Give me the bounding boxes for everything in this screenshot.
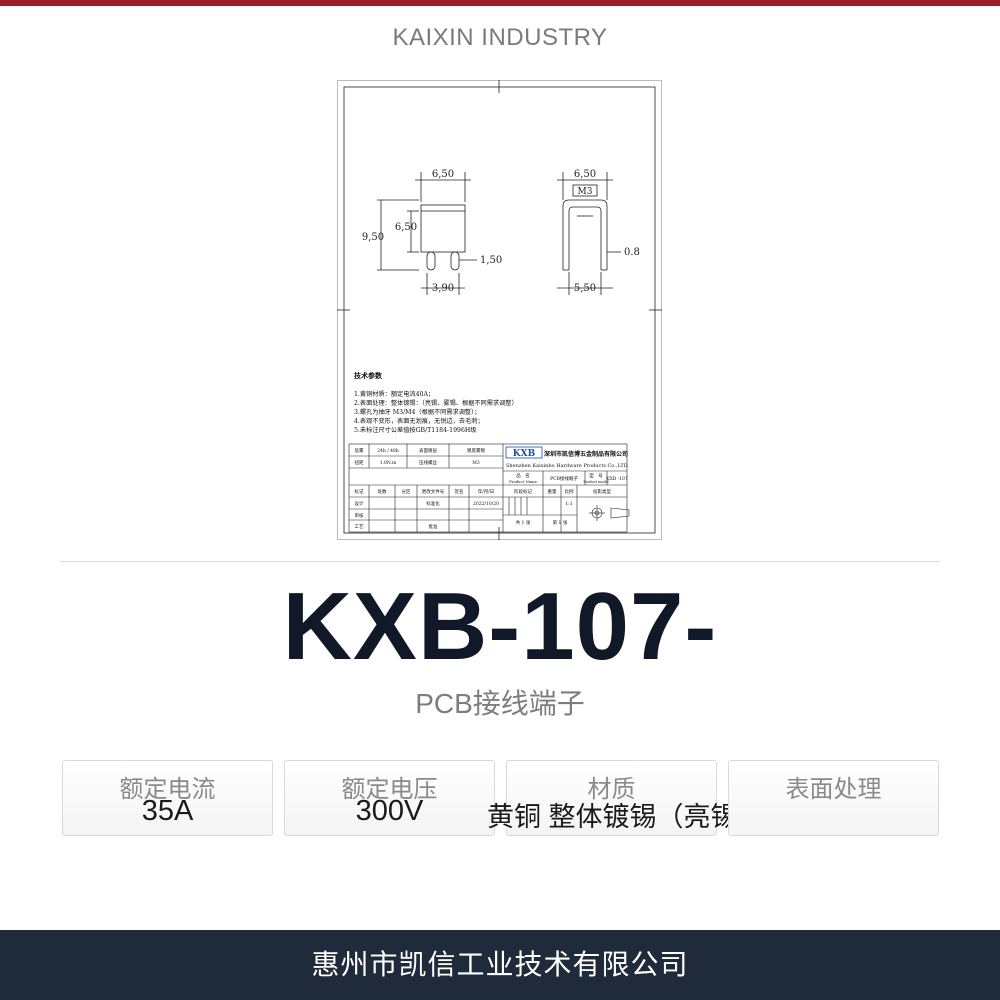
footer-bar: 惠州市凯信工业技术有限公司: [0, 930, 1000, 1000]
tb-h-2: 处数: [378, 488, 387, 495]
title-company-en: Shenzhen Kaixinbo Hardware Products Co.,…: [506, 463, 628, 469]
dim-total-height: 9,50: [362, 232, 384, 243]
dim-thickness: 0.8: [624, 247, 640, 258]
product-subtitle: PCB接线端子: [415, 688, 585, 719]
tb-r1-c4: 镀底雾锡: [467, 447, 485, 454]
top-accent-bar: [0, 0, 1000, 6]
dim-inner-height: 6,50: [395, 222, 417, 233]
tb-r2-c4: M3: [472, 460, 480, 466]
spec-label: 表面处理: [785, 776, 882, 803]
tb-r1-c2: 24h / 48h: [377, 448, 399, 454]
tech-line-5: 5.未标注尺寸公差值按GB/T1184-1996H级: [354, 426, 476, 434]
product-model: KXB-107-: [282, 573, 718, 680]
tb-r1-c1: 盐雾: [355, 447, 364, 454]
tb-h-1: 标记: [355, 488, 364, 495]
section-divider: [60, 561, 940, 562]
tech-line-1: 1.黄铜材质：额定电流40A；: [354, 390, 434, 398]
title-block: [348, 443, 630, 533]
spec-card-voltage: 额定电压 300V: [284, 760, 495, 836]
side-view: [557, 172, 621, 295]
tb-h-6: 年/月/日: [478, 488, 495, 495]
tb-sheet-no: 第 1 张: [553, 519, 568, 526]
tb-date: 2022/10/20: [473, 501, 499, 507]
tb-name-label-en: Product Name: [509, 479, 538, 484]
tb-name-label: 品 名: [516, 472, 530, 479]
tb-r2-c3: 压线螺丝: [419, 459, 437, 466]
spec-label: 额定电流: [119, 776, 216, 803]
tb-r2-c2: 1.8N.m: [380, 460, 397, 466]
dim-pin-span: 3,90: [432, 283, 454, 294]
spec-card-surface: 表面处理: [728, 760, 939, 836]
tech-line-2: 2.表面处理：整体镀锡：（亮锡、雾锡、根据不同需求调整）: [354, 399, 518, 407]
spec-value: 黄铜 整体镀锡（亮锡/雾锡可选）: [487, 802, 881, 832]
tb-model-label: 型 号: [589, 472, 603, 479]
spec-card-current: 额定电流 35A: [62, 760, 273, 836]
dim-top-width-left: 6,50: [432, 169, 454, 180]
tb-scale: 1:1: [565, 501, 572, 507]
tb-r1-c3: 表面镀层: [419, 447, 437, 454]
spec-label: 材质: [587, 776, 636, 803]
dim-bottom-width: 5,50: [574, 283, 596, 294]
title-logo-box: [505, 446, 543, 459]
dim-pin-width: 1,50: [480, 255, 502, 266]
title-company-cn: 深圳市凯信博五金制品有限公司: [544, 450, 628, 458]
tb-model-label-en: Product model: [583, 480, 608, 484]
tb-name-value: PCB接线端子: [550, 475, 578, 482]
title-logo: KXB: [513, 449, 536, 459]
tb-h-5: 签名: [455, 488, 464, 495]
spec-label: 额定电压: [341, 776, 438, 803]
tb-h-4: 更改文件号: [422, 488, 445, 495]
dim-top-width-right: 6,50: [574, 169, 596, 180]
tb-r2-c1: 扭矩: [355, 459, 364, 466]
tb-standardize: 标准化: [426, 500, 440, 507]
spec-value: 300V: [355, 795, 424, 827]
brand-name: KAIXIN INDUSTRY: [392, 24, 608, 51]
tech-line-4: 4.表观不变形，表面无划痕，无锐边，去毛刺；: [354, 417, 484, 425]
tb-review: 审核: [355, 512, 364, 519]
technical-drawing: 6,50 6,50 9,50 1,50 3,90 6,50 M3 0.8 5,5…: [337, 80, 662, 540]
tech-line-3: 3.螺孔为抽牙 M3/M4（根据不同需求调整）；: [354, 408, 480, 416]
tb-process: 工艺: [355, 524, 364, 530]
tb-h-7: 阶段标记: [514, 488, 532, 495]
tb-h-8: 重量: [548, 488, 557, 495]
spec-card-material: 材质 黄铜 整体镀锡（亮锡/雾锡可选）: [487, 760, 880, 836]
tb-sheets-total: 共 1 张: [516, 519, 531, 526]
front-view: [377, 172, 477, 295]
tb-h-10: 投影类型: [593, 488, 611, 495]
tb-model-value: KXB -107: [606, 476, 628, 482]
tb-h-3: 分区: [402, 488, 411, 495]
tech-title: 技术参数: [354, 371, 383, 380]
tb-h-9: 比例: [565, 488, 574, 495]
tb-approve: 批准: [429, 523, 438, 530]
dim-thread: M3: [578, 187, 593, 197]
tb-design: 设计: [355, 500, 364, 507]
footer-company: 惠州市凯信工业技术有限公司: [311, 949, 689, 980]
spec-value: 35A: [141, 795, 194, 827]
